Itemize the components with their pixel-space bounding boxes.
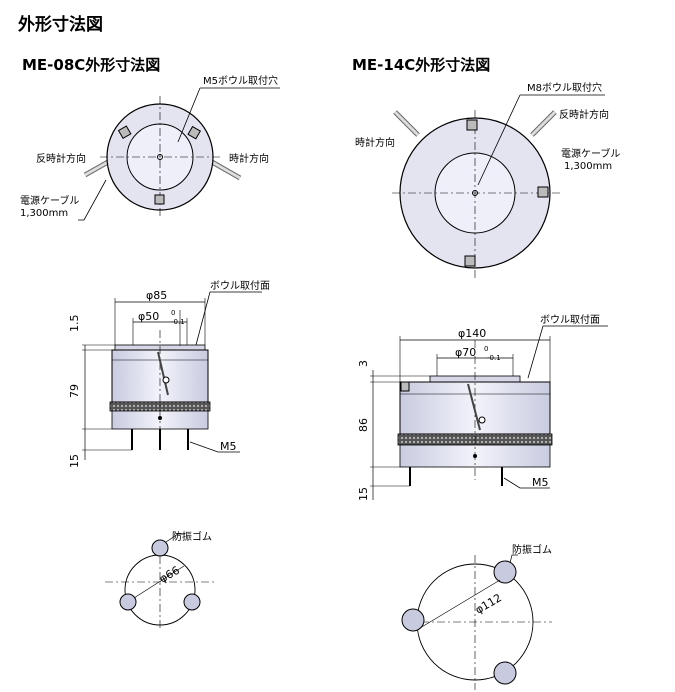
me08c-top-view: M5ボウル取付穴 反時計方向 時計方向 電源ケーブル 1,300mm bbox=[20, 74, 280, 221]
me08c-side-view: φ85 φ50 0 -0.1 ボウル取付面 1.5 79 15 M5 bbox=[68, 279, 270, 468]
me08c-bolt-hole-label: M5ボウル取付穴 bbox=[203, 74, 278, 87]
me14c-tol-upper: 0 bbox=[484, 345, 488, 353]
me14c-inner-diameter: φ70 bbox=[455, 346, 476, 359]
me08c-tol-lower: -0.1 bbox=[171, 318, 185, 326]
me08c-height-1: 1.5 bbox=[68, 315, 81, 333]
me08c-title: ME-08C外形寸法図 bbox=[22, 56, 161, 74]
me14c-cw-label: 時計方向 bbox=[355, 136, 395, 149]
me14c-ccw-label: 反時計方向 bbox=[559, 108, 609, 121]
me08c-cable-length: 1,300mm bbox=[20, 208, 68, 219]
me14c-tol-lower: -0.1 bbox=[487, 354, 501, 362]
me08c-outer-diameter: φ85 bbox=[146, 289, 167, 302]
me08c-rubber-label: 防振ゴム bbox=[172, 530, 212, 543]
me14c-height-2: 86 bbox=[357, 418, 370, 432]
me08c-ccw-label: 反時計方向 bbox=[36, 152, 86, 165]
me14c-cable-label: 電源ケーブル bbox=[561, 147, 620, 160]
me08c-mount-face-label: ボウル取付面 bbox=[210, 279, 270, 292]
me08c-cable-label: 電源ケーブル bbox=[20, 194, 79, 207]
me14c-outer-diameter: φ140 bbox=[458, 327, 486, 340]
me14c-rubber-label: 防振ゴム bbox=[512, 543, 552, 556]
me14c-height-1: 3 bbox=[357, 360, 370, 367]
me08c-tol-upper: 0 bbox=[171, 309, 175, 317]
me08c-pcd: φ66 bbox=[157, 564, 182, 586]
me14c-top-view: M8ボウル取付穴 時計方向 反時計方向 電源ケーブル 1,300mm bbox=[355, 81, 620, 278]
page-title: 外形寸法図 bbox=[18, 15, 103, 35]
me14c-mount-face-label: ボウル取付面 bbox=[540, 313, 600, 326]
me14c-thread-label: M5 bbox=[532, 476, 549, 489]
me14c-side-view: φ140 φ70 0 -0.1 ボウル取付面 3 86 15 M5 bbox=[357, 313, 608, 501]
me14c-pcd: φ112 bbox=[473, 591, 504, 616]
me08c-height-3: 15 bbox=[68, 454, 81, 468]
me08c-thread-label: M5 bbox=[220, 440, 237, 453]
me14c-base-view: φ112 防振ゴム bbox=[401, 543, 552, 690]
me08c-cw-label: 時計方向 bbox=[229, 152, 269, 165]
me08c-inner-diameter: φ50 bbox=[138, 310, 159, 323]
me08c-base-view: φ66 防振ゴム bbox=[105, 530, 215, 630]
me08c-height-2: 79 bbox=[68, 384, 81, 398]
me14c-title: ME-14C外形寸法図 bbox=[352, 56, 491, 74]
me14c-bolt-hole-label: M8ボウル取付穴 bbox=[527, 81, 602, 94]
me14c-cable-length: 1,300mm bbox=[564, 161, 612, 172]
me14c-height-3: 15 bbox=[357, 487, 370, 501]
